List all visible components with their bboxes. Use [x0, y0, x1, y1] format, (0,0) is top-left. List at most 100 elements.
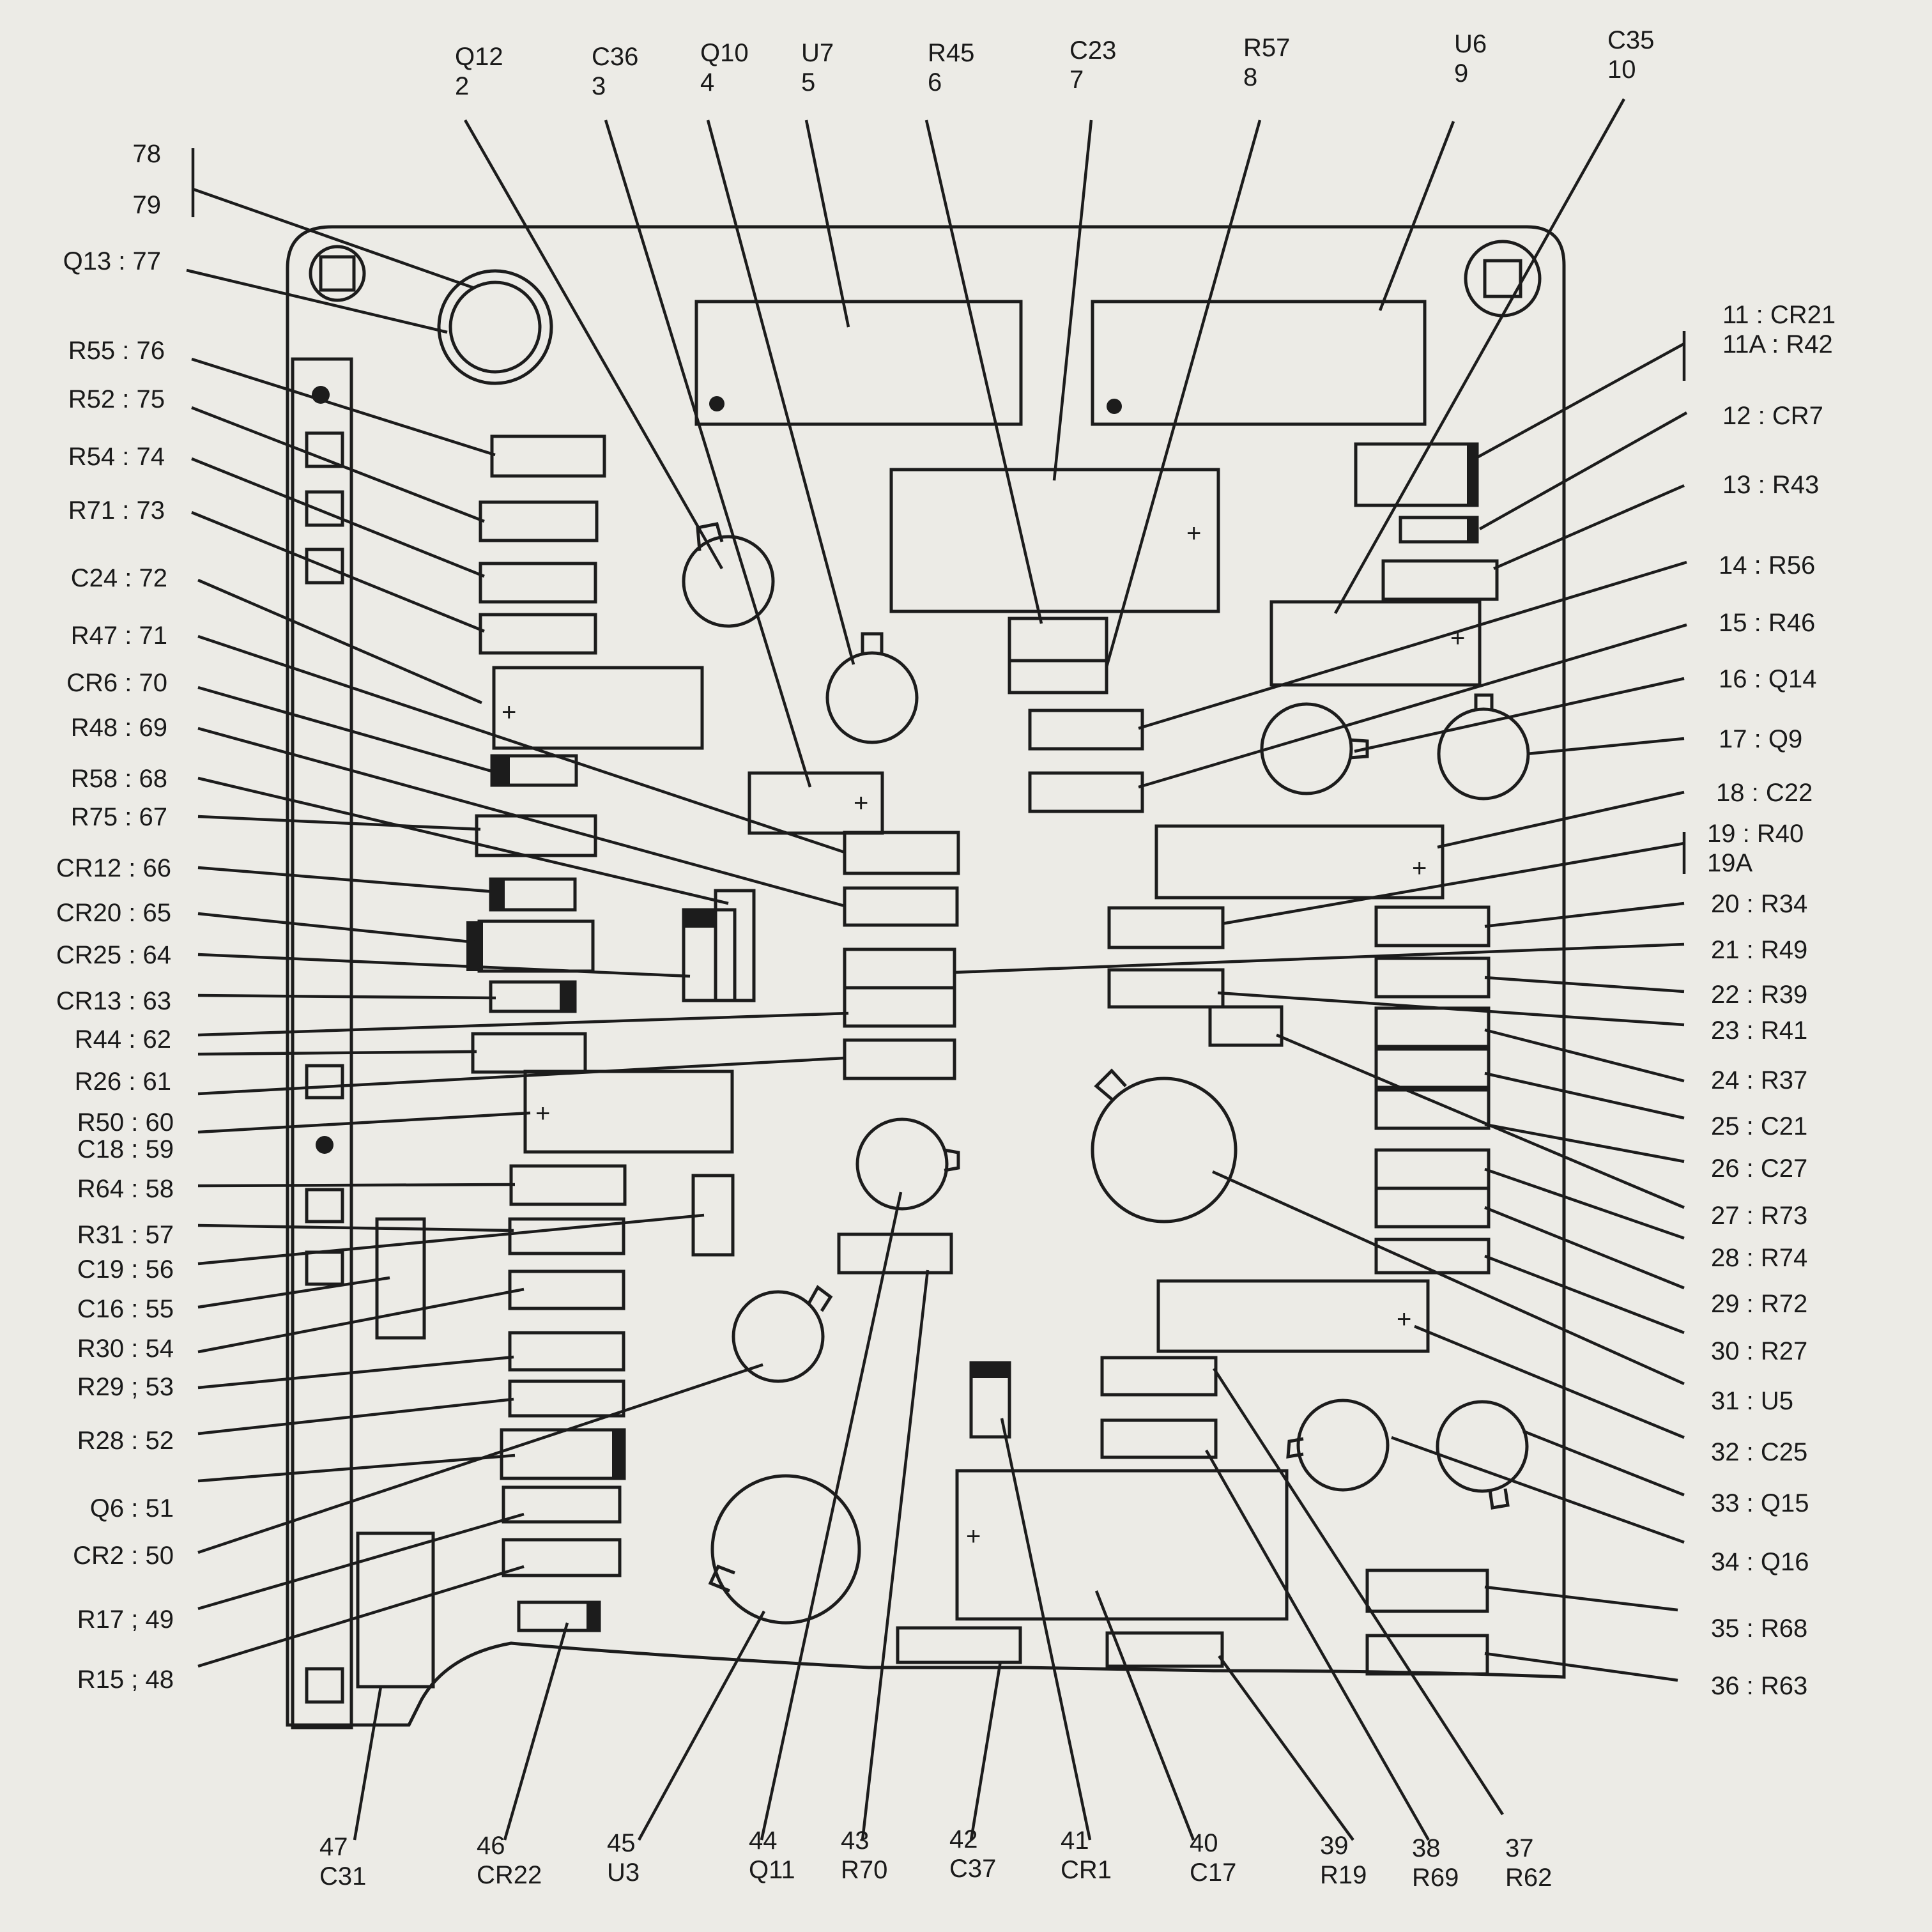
label-r69-ref: R69: [1412, 1864, 1459, 1892]
ic-u6: [1091, 300, 1427, 426]
label-r46: 15 : R46: [1719, 609, 1815, 637]
label-c37-ref: C37: [949, 1855, 996, 1883]
label-r63: 36 : R63: [1711, 1672, 1807, 1700]
label-r30: R30 : 54: [77, 1335, 174, 1363]
label-r37: 24 : R37: [1711, 1066, 1807, 1094]
label-q10-ref: Q10: [700, 39, 749, 67]
plus-marker: +: [1397, 1305, 1411, 1333]
label-r45-ref: R45: [928, 39, 974, 67]
ic-u5-round: [1091, 1068, 1238, 1223]
label-r40: 19 : R40: [1707, 820, 1804, 848]
mounting-hole-top-right: [1464, 240, 1542, 318]
label-c17-ref: C17: [1190, 1859, 1236, 1887]
capacitor-c23: [889, 468, 1220, 613]
top-labels: Q12 2 C36 3 Q10 4 U7 5 R45 6 C23 7 R57 8…: [455, 26, 1654, 100]
label-r41: 23 : R41: [1711, 1016, 1807, 1045]
transistor-q16: [1436, 1400, 1529, 1510]
ic-u3-round: [708, 1474, 861, 1625]
label-c23-num: 7: [1070, 66, 1084, 94]
label-r70-ref: R70: [841, 1856, 887, 1884]
label-r42: 11A : R42: [1722, 330, 1833, 358]
label-q6: Q6 : 51: [90, 1494, 174, 1522]
plus-marker: +: [854, 789, 868, 817]
label-r49: 21 : R49: [1711, 936, 1807, 964]
label-c18: C18 : 59: [77, 1135, 174, 1163]
label-c24: C24 : 72: [71, 564, 167, 592]
label-q15: 33 : Q15: [1711, 1489, 1809, 1517]
plus-marker: +: [535, 1100, 550, 1128]
capacitor-c25: [1156, 1279, 1430, 1353]
plus-marker: +: [1412, 854, 1427, 882]
label-c19: C19 : 56: [77, 1255, 174, 1284]
capacitor-c17: [955, 1469, 1289, 1621]
label-r62-ref: R62: [1505, 1864, 1552, 1892]
label-u6-ref: U6: [1454, 30, 1487, 58]
label-r54: R54 : 74: [68, 443, 165, 471]
label-c17-num: 40: [1190, 1829, 1218, 1857]
left-labels: 78 79 Q13 : 77 R55 : 76 R52 : 75 R54 : 7…: [56, 140, 174, 1694]
transistor-q12: [682, 522, 775, 628]
label-q12-num: 2: [455, 72, 469, 100]
label-cr12: CR12 : 66: [56, 854, 171, 882]
capacitor-c36: [747, 771, 884, 835]
ic-u7: [694, 300, 1023, 426]
plus-marker: +: [966, 1522, 981, 1551]
label-r44: R44 : 62: [75, 1025, 171, 1054]
transistor-q10: [825, 632, 919, 744]
transistor-q9: [1437, 693, 1530, 801]
label-q14: 16 : Q14: [1719, 665, 1816, 693]
label-r29: R29 ; 53: [77, 1373, 174, 1401]
label-q9: 17 : Q9: [1719, 725, 1802, 753]
label-c35-num: 10: [1607, 56, 1636, 84]
label-r57-num: 8: [1243, 63, 1257, 91]
label-cr22-ref: CR22: [477, 1861, 542, 1889]
capacitor-c24: [492, 666, 704, 750]
label-cr2: CR2 : 50: [73, 1542, 174, 1570]
label-c21: 25 : C21: [1711, 1112, 1807, 1140]
plus-marker: +: [1450, 624, 1465, 652]
label-u7-num: 5: [801, 68, 815, 96]
label-c27: 26 : C27: [1711, 1154, 1807, 1183]
label-r62-num: 37: [1505, 1834, 1534, 1862]
label-r55: R55 : 76: [68, 337, 165, 365]
label-c37-num: 42: [949, 1825, 978, 1853]
label-u3-ref: U3: [607, 1859, 640, 1887]
label-cr20: CR20 : 65: [56, 899, 171, 927]
label-u3-num: 45: [607, 1829, 636, 1857]
label-r34: 20 : R34: [1711, 890, 1807, 918]
transistor-q11: [855, 1117, 960, 1211]
plus-marker: +: [1186, 519, 1201, 548]
bottom-labels: 47 C31 46 CR22 45 U3 44 Q11 43 R70 42 C3…: [319, 1825, 1552, 1892]
label-q13: Q13 : 77: [63, 247, 161, 275]
label-r26: R26 : 61: [75, 1068, 171, 1096]
label-c31-ref: C31: [319, 1862, 366, 1890]
label-r74: 28 : R74: [1711, 1244, 1807, 1272]
transistor-q15: [1286, 1399, 1390, 1492]
label-cr1-num: 41: [1061, 1827, 1089, 1855]
capacitor-c31: [356, 1531, 435, 1689]
capacitor-c35: [1269, 600, 1482, 687]
label-cr13: CR13 : 63: [56, 987, 171, 1015]
label-r70-num: 43: [841, 1827, 870, 1855]
label-cr21: 11 : CR21: [1722, 301, 1836, 329]
leader-lines: [186, 98, 1688, 1841]
label-r50: R50 : 60: [77, 1108, 174, 1137]
label-r31: R31 : 57: [77, 1221, 174, 1249]
capacitor-c22: [1154, 824, 1445, 900]
label-r28: R28 : 52: [77, 1427, 174, 1455]
right-labels: 11 : CR21 11A : R42 12 : CR7 13 : R43 14…: [1707, 301, 1836, 1700]
label-c22: 18 : C22: [1716, 779, 1813, 807]
label-r52: R52 : 75: [68, 385, 165, 413]
plus-marker: +: [502, 698, 516, 726]
mounting-hole-top-left: [309, 245, 366, 302]
board-outline: [286, 225, 1566, 1727]
label-u5: 31 : U5: [1711, 1387, 1793, 1415]
label-r47: R47 : 71: [71, 622, 167, 650]
label-r48: R48 : 69: [71, 714, 167, 742]
label-q11-num: 44: [749, 1827, 778, 1855]
label-c31-num: 47: [319, 1833, 348, 1861]
label-79: 79: [133, 191, 162, 219]
transistor-q13: [437, 269, 553, 385]
label-cr1-ref: CR1: [1061, 1856, 1112, 1884]
